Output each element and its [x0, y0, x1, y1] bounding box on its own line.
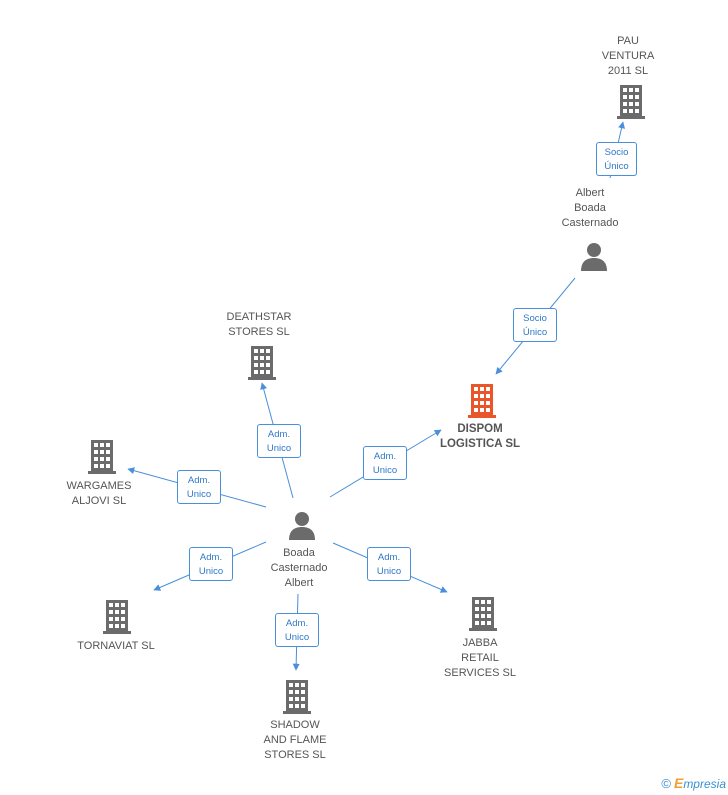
building-icon[interactable] — [246, 346, 278, 380]
relation-adm-unico-wargames[interactable]: Adm. Unico — [177, 470, 221, 504]
company-label-shadow[interactable]: SHADOW AND FLAME STORES SL — [263, 719, 327, 761]
company-label-jabba[interactable]: JABBA RETAIL SERVICES SL — [444, 637, 516, 679]
relation-adm-unico-dispom[interactable]: Adm. Unico — [363, 446, 407, 480]
person-icon[interactable] — [579, 242, 609, 272]
relation-adm-unico-jabba[interactable]: Adm. Unico — [367, 547, 411, 581]
company-label-pau-ventura[interactable]: PAU VENTURA 2011 SL — [601, 35, 655, 77]
person-label-boada-albert[interactable]: Boada Casternado Albert — [270, 547, 328, 589]
empresia-logo: ©Empresia — [661, 775, 726, 791]
company-label-wargames[interactable]: WARGAMES ALJOVI SL — [66, 480, 132, 507]
brand-initial: E — [673, 775, 684, 791]
building-icon[interactable] — [466, 384, 498, 418]
copyright-icon: © — [661, 776, 671, 791]
brand-name: mpresia — [683, 777, 726, 791]
person-icon[interactable] — [287, 511, 317, 541]
relation-adm-unico-deathstar[interactable]: Adm. Unico — [257, 424, 301, 458]
relation-socio-unico-dispom[interactable]: Socio Único — [513, 308, 557, 342]
company-label-tornaviat[interactable]: TORNAVIAT SL — [77, 640, 155, 652]
relation-adm-unico-tornaviat[interactable]: Adm. Unico — [189, 547, 233, 581]
company-label-deathstar[interactable]: DEATHSTAR STORES SL — [226, 311, 292, 338]
person-label-albert-boada[interactable]: Albert Boada Casternado — [561, 187, 619, 229]
building-icon[interactable] — [86, 440, 118, 474]
building-icon[interactable] — [101, 600, 133, 634]
company-label-dispom[interactable]: DISPOM LOGISTICA SL — [439, 423, 521, 450]
relation-adm-unico-shadow[interactable]: Adm. Unico — [275, 613, 319, 647]
building-icon[interactable] — [467, 597, 499, 631]
relation-socio-unico-pau[interactable]: Socio Único — [596, 142, 637, 176]
building-icon[interactable] — [281, 680, 313, 714]
building-icon[interactable] — [615, 85, 647, 119]
